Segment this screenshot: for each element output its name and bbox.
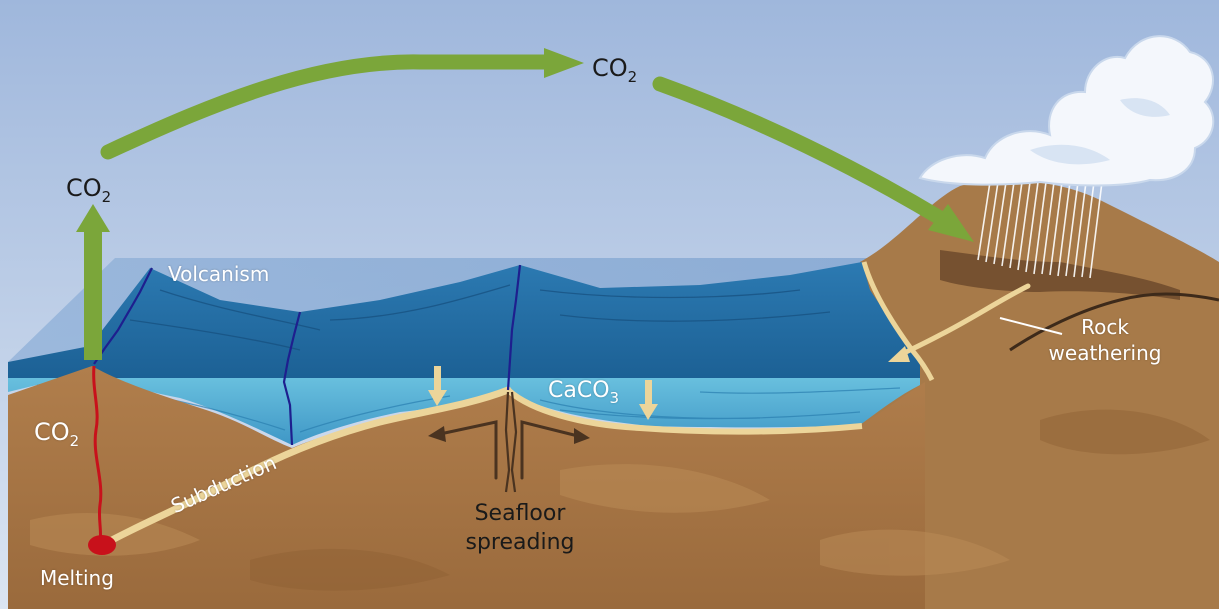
rock-weathering-leader [999,317,1063,335]
cloud [918,35,1215,187]
label-volcanism: Volcanism [168,262,270,286]
subducting-slab [108,386,512,544]
co2-crust-sub: 2 [69,432,80,450]
runoff-arrowhead [888,346,910,362]
co2-rising-arrowhead [76,204,110,232]
continent-crack [1009,292,1219,352]
co2-atmosphere-arc [100,54,556,160]
continent-shadow [940,250,1180,300]
co2-atmosphere-main: CO [592,54,628,82]
co2-descending-arrowhead [928,204,974,242]
co2-descending-arrow [652,76,948,226]
label-co2-atmosphere: CO2 [592,54,637,85]
ocean-surface [8,262,920,385]
ocean-ripples [129,284,831,351]
runoff-arrow-path [897,283,1031,358]
seafloor-line2: spreading [465,529,575,555]
label-seafloor-spreading: Seafloor spreading [455,500,585,557]
co2-arc-arrowhead [544,48,584,78]
sediment-layer [505,387,863,435]
spreading-arrows [438,420,580,480]
caco3-main: CaCO [548,378,610,403]
seafloor-crust [8,366,925,609]
caco3-sub: 3 [609,389,620,407]
co2-crust-main: CO [34,418,70,446]
label-co2-volcanic-output: CO2 [66,174,111,205]
label-melting: Melting [40,566,114,590]
seafloor-line1: Seafloor [474,501,566,526]
fault-lines [93,264,522,446]
co2-atmosphere-sub: 2 [627,68,638,86]
co2-rising-shaft [84,228,102,360]
ocean-water [8,372,920,445]
continental-margin [861,261,935,382]
deposition-arrows [428,366,658,420]
rock-line1: Rock [1081,315,1129,339]
magma-chamber [88,535,116,555]
crust-texture [30,464,1010,576]
label-co2-crust: CO2 [34,418,79,449]
crust-shading [250,409,1210,591]
spreading-arrowhead-left [428,426,446,442]
spreading-arrowhead-right [574,428,590,444]
co2-volcanic-main: CO [66,174,102,202]
co2-volcanic-sub: 2 [101,188,112,206]
rock-line2: weathering [1048,341,1162,365]
rain [977,181,1103,279]
label-rock-weathering: Rock weathering [1030,314,1180,366]
label-caco3: CaCO3 [548,378,619,406]
magma-conduit [92,365,103,543]
rift-crack [504,391,518,493]
co2-flow-arrows [76,48,974,360]
